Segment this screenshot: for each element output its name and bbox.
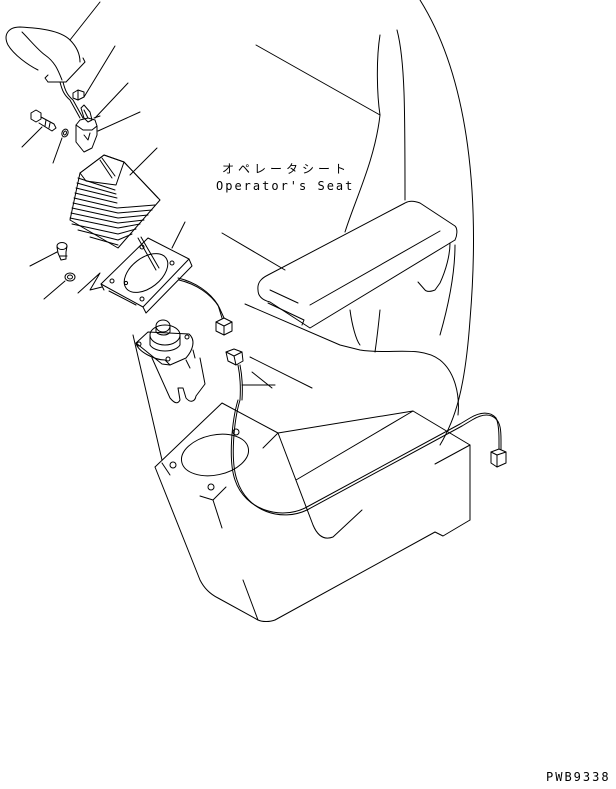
drawing-id: PWB9338	[546, 770, 611, 784]
clamp-assembly	[75, 82, 141, 153]
seat-label-japanese: オペレータシート	[222, 162, 351, 176]
nut	[72, 45, 116, 101]
bolt	[21, 109, 57, 148]
plate	[100, 221, 233, 336]
boot	[69, 147, 161, 271]
console-box	[132, 334, 507, 622]
spring-washer	[43, 272, 103, 300]
washer	[52, 128, 69, 164]
connector-pair	[225, 348, 244, 401]
screw	[29, 242, 68, 267]
valve	[135, 319, 206, 404]
seat-label-english: Operator's Seat	[216, 179, 355, 193]
lever-knob	[5, 1, 101, 119]
seat	[221, 0, 474, 446]
